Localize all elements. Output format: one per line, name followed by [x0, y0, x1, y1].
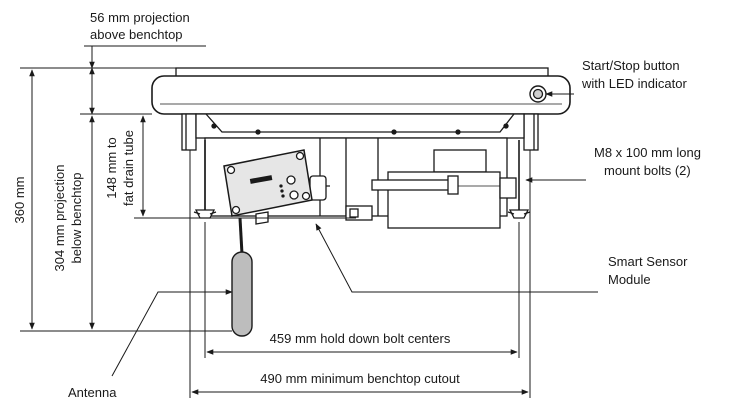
label-antenna: Antenna — [68, 385, 117, 400]
label-hold-down: 459 mm hold down bolt centers — [270, 331, 451, 346]
label-projection-above-line1: 56 mm projection — [90, 10, 190, 25]
label-projection-below-line1: 304 mm projection — [52, 165, 67, 272]
label-smart-sensor-line2: Module — [608, 272, 651, 287]
device-drawing — [151, 67, 571, 337]
label-projection-above-line2: above benchtop — [90, 27, 183, 42]
label-cutout: 490 mm minimum benchtop cutout — [260, 371, 460, 386]
leader-smart-sensor — [315, 223, 598, 293]
mount-frame — [195, 113, 525, 139]
antenna — [231, 217, 253, 337]
label-fat-drain-line1: 148 mm to — [104, 137, 119, 198]
label-smart-sensor-line1: Smart Sensor — [608, 254, 688, 269]
label-smart-sensor: Smart Sensor Module — [608, 254, 688, 287]
label-overall-height: 360 mm — [12, 177, 27, 224]
label-mount-bolts-line1: M8 x 100 mm long — [594, 145, 701, 160]
lid-body — [151, 75, 571, 115]
label-start-stop-line1: Start/Stop button — [582, 58, 680, 73]
label-mount-bolts: M8 x 100 mm long mount bolts (2) — [594, 145, 701, 178]
dimension-lines — [20, 45, 598, 398]
leader-antenna — [111, 289, 233, 377]
label-fat-drain-line2: fat drain tube — [121, 130, 136, 206]
fat-drain-tube — [309, 175, 459, 201]
start-stop-button-icon — [529, 85, 547, 103]
left-mount-bolt — [193, 140, 217, 219]
right-mount-bolt — [507, 140, 531, 219]
label-start-stop: Start/Stop button with LED indicator — [581, 58, 687, 91]
label-fat-drain: 148 mm to fat drain tube — [104, 130, 136, 206]
label-projection-below: 304 mm projection below benchtop — [52, 165, 84, 272]
label-projection-below-line2: below benchtop — [69, 172, 84, 263]
label-mount-bolts-line2: mount bolts (2) — [604, 163, 691, 178]
smart-sensor-module — [223, 149, 313, 225]
label-projection-above: 56 mm projection above benchtop — [90, 10, 190, 42]
label-start-stop-line2: with LED indicator — [581, 76, 687, 91]
